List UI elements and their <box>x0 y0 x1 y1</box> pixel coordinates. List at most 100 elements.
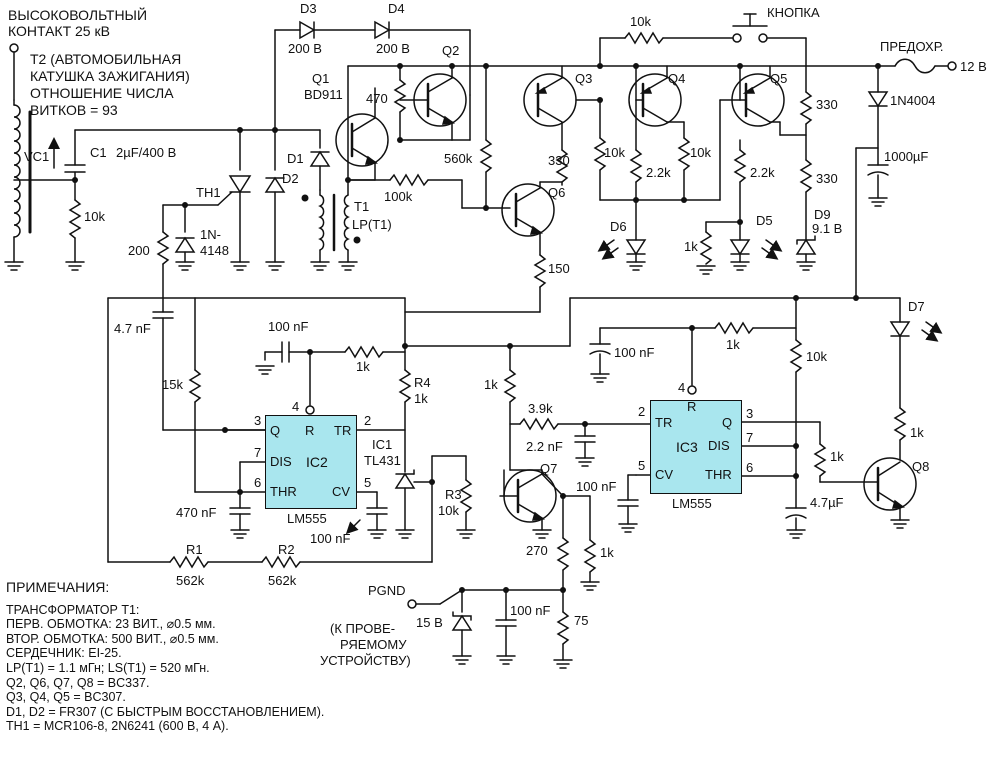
q7-label: Q7 <box>540 461 558 476</box>
ic3-pin-q: Q <box>722 415 733 430</box>
r10k-left-label: 10k <box>84 209 105 224</box>
d9-label: D9 <box>814 207 831 222</box>
ic1-label: IC1 <box>372 437 393 452</box>
c47uf-label: 4.7µF <box>810 495 844 510</box>
dut-label-2: РЯЕМОМУ <box>340 637 407 652</box>
r270-label: 270 <box>526 543 548 558</box>
notes-line: Q2, Q6, Q7, Q8 = BC337. <box>6 675 150 690</box>
d4-label: D4 <box>388 1 405 16</box>
d4-value: 200 В <box>376 41 410 56</box>
q1-label: Q1 <box>312 71 330 86</box>
notes-line: D1, D2 = FR307 (С БЫСТРЫМ ВОССТАНОВЛЕНИЕ… <box>6 704 325 719</box>
r330-b-label: 330 <box>816 171 838 186</box>
fuse-label: ПРЕДОХР. <box>880 39 944 54</box>
r200-label: 200 <box>128 243 150 258</box>
z15v-label: 15 В <box>416 615 443 630</box>
q1-type: BD911 <box>304 87 343 102</box>
c100nf-cv2-label: 100 nF <box>310 531 351 546</box>
r10k-ic3-label: 10k <box>806 349 827 364</box>
ic2-pin-r: R <box>305 423 315 438</box>
lp-t1-label: LP(T1) <box>352 217 392 232</box>
r1-label: R1 <box>186 542 203 557</box>
q4-label: Q4 <box>668 71 686 86</box>
r2-value: 562k <box>268 573 297 588</box>
notes-line: TH1 = MCR106-8, 2N6241 (600 В, 4 А). <box>6 719 229 734</box>
q8-label: Q8 <box>912 459 930 474</box>
r22k-b-label: 2.2k <box>750 165 775 180</box>
r39k-label: 3.9k <box>528 401 553 416</box>
c1-label: C1 <box>90 145 107 160</box>
r150-label: 150 <box>548 261 570 276</box>
ic3-num-7: 7 <box>746 430 754 445</box>
q2-label: Q2 <box>442 43 460 58</box>
ic3-body <box>650 400 742 494</box>
d3-value: 200 В <box>288 41 322 56</box>
r75-label: 75 <box>574 613 589 628</box>
c1-value: 2µF/400 В <box>116 145 177 160</box>
c100nf-cv3-label: 100 nF <box>576 479 617 494</box>
ic2-pin-dis: DIS <box>270 454 292 469</box>
button-label[interactable]: КНОПКА <box>767 5 820 20</box>
r100k-label: 100k <box>384 189 413 204</box>
t2-label-4: ВИТКОВ = 93 <box>30 102 118 118</box>
ic3-num-4: 4 <box>678 380 686 395</box>
ic2-pin-thr: THR <box>270 484 297 499</box>
r10k-button-label: 10k <box>630 14 651 29</box>
c47nf-label: 4.7 nF <box>114 321 151 336</box>
t2-label-1: T2 (АВТОМОБИЛЬНАЯ <box>30 51 182 67</box>
r560k-label: 560k <box>444 151 473 166</box>
r330-q6-label: 330 <box>548 153 570 168</box>
ic3-num-5: 5 <box>638 458 646 473</box>
ic3-pin-cv: CV <box>655 467 674 482</box>
c22nf-label: 2.2 nF <box>526 439 563 454</box>
hv-contact-label-2: КОНТАКТ 25 кВ <box>8 23 110 39</box>
d1n4148-label-b: 4148 <box>200 243 229 258</box>
dut-label-1: (К ПРОВЕ- <box>330 621 396 636</box>
dut-label-3: УСТРОЙСТВУ) <box>320 653 411 668</box>
r3-label: R3 <box>445 487 462 502</box>
r22k-a-label: 2.2k <box>646 165 671 180</box>
notes-line: Q3, Q4, Q5 = BC307. <box>6 690 126 705</box>
d1n4004-label: 1N4004 <box>890 93 936 108</box>
r10k-q4-label: 10k <box>690 145 711 160</box>
notes-heading: ПРИМЕЧАНИЯ: <box>6 579 110 595</box>
t2-label-3: ОТНОШЕНИЕ ЧИСЛА <box>30 85 174 101</box>
notes-line: ВТОР. ОБМОТКА: 500 ВИТ., ⌀0.5 мм. <box>6 631 219 646</box>
ic2-pin-q: Q <box>270 423 281 438</box>
r1k-ic2-label: 1k <box>356 359 370 374</box>
r1k-q8-label: 1k <box>830 449 844 464</box>
ic3-num-2: 2 <box>638 404 646 419</box>
ic2-num-6: 6 <box>254 475 262 490</box>
ic2-type: LM555 <box>287 511 327 526</box>
r10k-q3-label: 10k <box>604 145 625 160</box>
ic2-body <box>265 415 357 509</box>
r330-a-label: 330 <box>816 97 838 112</box>
c100nf-pg-label: 100 nF <box>510 603 551 618</box>
ic2-pin-tr: TR <box>334 423 352 438</box>
r2-label: R2 <box>278 542 295 557</box>
r1-value: 562k <box>176 573 205 588</box>
pgnd-label: PGND <box>368 583 406 598</box>
d1n4148-label-a: 1N- <box>200 227 221 242</box>
ic3-type: LM555 <box>672 496 712 511</box>
c100nf-ic2-label: 100 nF <box>268 319 309 334</box>
notes-block: ПРИМЕЧАНИЯ: ТРАНСФОРМАТОР T1: ПЕРВ. ОБМО… <box>6 580 324 734</box>
ic2-num-5: 5 <box>364 475 372 490</box>
d3-label: D3 <box>300 1 317 16</box>
r1k-ic3top-label: 1k <box>726 337 740 352</box>
r4-label: R4 <box>414 375 431 390</box>
notes-line: ПЕРВ. ОБМОТКА: 23 ВИТ., ⌀0.5 мм. <box>6 617 216 632</box>
ic2-num-2: 2 <box>364 413 372 428</box>
ic2-num-4: 4 <box>292 399 300 414</box>
r1k-d5-label: 1k <box>684 239 698 254</box>
v12-label: 12 В <box>960 59 987 74</box>
ic2-num-7: 7 <box>254 445 262 460</box>
t1-label: T1 <box>354 199 370 214</box>
ic2-pin-cv: CV <box>332 484 351 499</box>
t2-label-2: КАТУШКА ЗАЖИГАНИЯ) <box>30 68 190 84</box>
th1-label: TH1 <box>196 185 221 200</box>
ic3-name: IC3 <box>676 439 698 455</box>
r1k-d7-label: 1k <box>910 425 924 440</box>
